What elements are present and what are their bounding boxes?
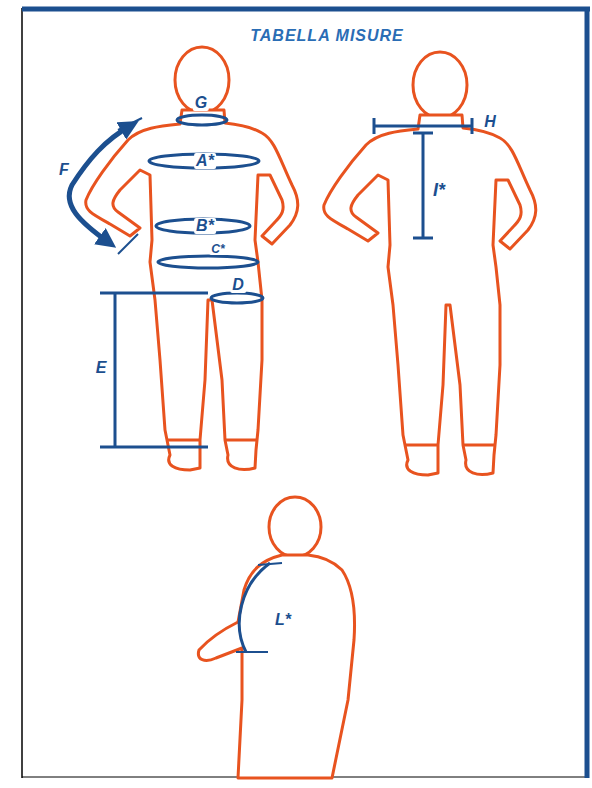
thigh-measure xyxy=(211,293,263,303)
cuff xyxy=(224,439,258,442)
measure-letter: L* xyxy=(273,612,293,628)
measure-letter: A* xyxy=(194,153,216,169)
chest-measure xyxy=(149,154,259,168)
tick xyxy=(118,234,138,254)
measure-letter: B* xyxy=(194,218,216,234)
measure-letter: D xyxy=(230,277,246,293)
back-figure xyxy=(324,115,536,475)
frame-line xyxy=(21,8,23,778)
cuff xyxy=(462,444,496,447)
title: TABELLA MISURE xyxy=(250,28,404,44)
measure-letter: I* xyxy=(431,181,447,199)
waist-measure xyxy=(156,219,250,233)
tick xyxy=(118,118,142,130)
figure-head xyxy=(269,497,321,557)
hip-measure xyxy=(158,256,258,268)
measure-letter: F xyxy=(57,162,71,178)
cuff xyxy=(404,444,438,447)
figure-head xyxy=(413,52,467,118)
cuff xyxy=(166,439,200,442)
measure-letter: C* xyxy=(209,243,226,255)
frame-bar xyxy=(22,7,590,12)
neck-measure xyxy=(177,115,227,125)
side-figure xyxy=(198,555,354,778)
sleeve-measure xyxy=(69,126,130,242)
measure-letter: G xyxy=(193,95,209,111)
inseam-measure xyxy=(100,293,208,447)
tick xyxy=(258,563,282,565)
front-figure xyxy=(86,110,298,470)
frame-bar xyxy=(585,8,590,778)
figure-head xyxy=(175,47,229,113)
tick xyxy=(236,651,268,653)
side-measure xyxy=(239,563,270,652)
measure-letter: H xyxy=(482,114,498,130)
measure-letter: E xyxy=(94,360,109,376)
